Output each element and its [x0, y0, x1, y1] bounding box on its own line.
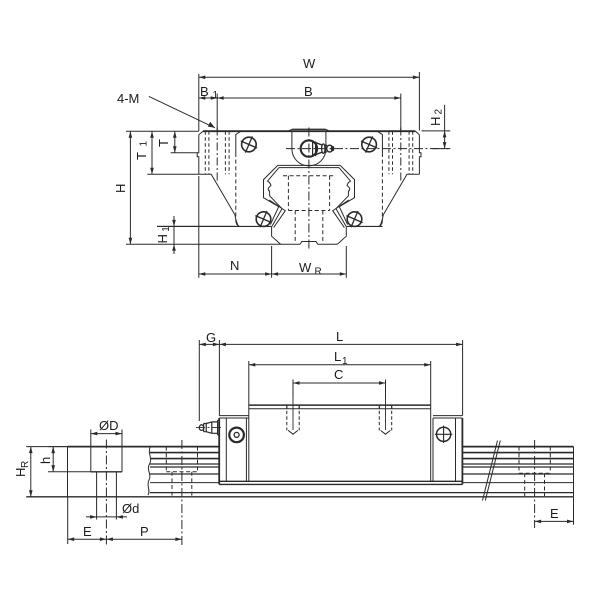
svg-text:H: H — [113, 184, 128, 193]
svg-text:1: 1 — [342, 356, 348, 367]
svg-text:H: H — [155, 234, 170, 243]
svg-text:4-M: 4-M — [117, 91, 139, 106]
svg-text:L: L — [336, 329, 343, 344]
svg-text:ØD: ØD — [99, 418, 119, 433]
svg-text:E: E — [83, 524, 92, 539]
svg-text:B: B — [200, 84, 209, 99]
svg-text:R: R — [20, 461, 31, 468]
svg-text:T: T — [156, 139, 171, 147]
svg-text:G: G — [206, 330, 216, 345]
svg-text:1: 1 — [213, 90, 219, 101]
svg-text:P: P — [140, 524, 149, 539]
svg-text:1: 1 — [161, 226, 172, 232]
svg-text:E: E — [550, 506, 559, 521]
svg-text:1: 1 — [139, 141, 150, 147]
svg-text:N: N — [230, 258, 239, 273]
svg-text:B: B — [304, 84, 313, 99]
svg-text:W: W — [299, 260, 312, 275]
svg-text:C: C — [334, 367, 343, 382]
svg-text:Ød: Ød — [122, 501, 139, 516]
svg-text:L: L — [334, 349, 341, 364]
svg-text:R: R — [315, 267, 322, 278]
svg-text:W: W — [303, 56, 316, 71]
svg-text:2: 2 — [434, 109, 445, 115]
svg-text:h: h — [38, 457, 53, 464]
svg-text:H: H — [428, 117, 443, 126]
svg-text:H: H — [13, 468, 28, 477]
svg-text:T: T — [134, 152, 149, 160]
